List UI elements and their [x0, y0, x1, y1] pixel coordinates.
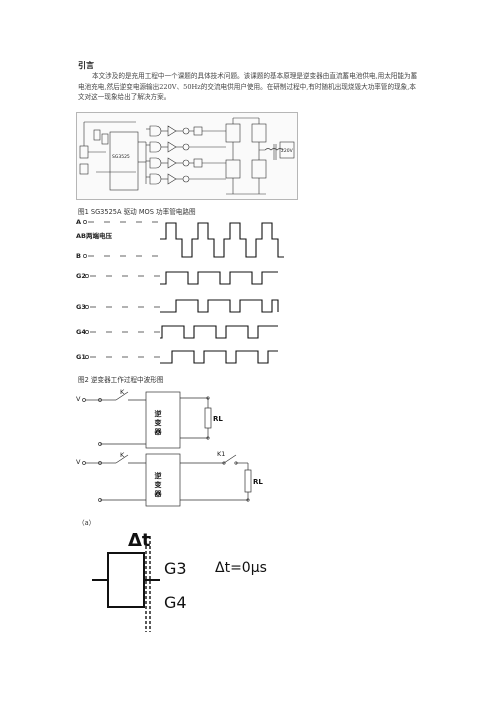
chip-label: SG3525 [112, 154, 130, 160]
load-label-top: RL [213, 415, 223, 423]
circuit-diagram: SG3525 220V [76, 112, 298, 200]
signal-label-g3: G3 [76, 303, 86, 311]
waveform-diagram: A AB两端电压 B G2 G3 G4 G1 [76, 218, 284, 364]
inverter-block-bottom-label: 逆变器 [154, 471, 163, 499]
supply-label-bottom: V [76, 458, 81, 466]
figure1-caption: 图1 SG3525A 驱动 MOS 功率管电路图 [78, 208, 196, 216]
signal-label-g2: G2 [76, 272, 86, 280]
load-label-bottom: RL [253, 478, 263, 486]
g4-signal-label: G4 [164, 593, 187, 612]
switch-label-top: K [120, 388, 125, 396]
output-voltage-label: 220V [281, 148, 294, 154]
switch-label-bottom: K [120, 451, 125, 459]
figure3-caption: （a） [78, 519, 96, 527]
dead-time-diagram: Δt G3 G4 Δt=0μs [92, 530, 267, 632]
signal-label-g4: G4 [76, 328, 86, 336]
inverter-block-diagram: V K V K K1 逆变 [76, 388, 263, 507]
signal-label-ab-voltage: AB两端电压 [76, 231, 112, 240]
delta-t-label: Δt [128, 530, 151, 551]
signal-label-a: A [76, 218, 81, 226]
section-heading: 引言 [78, 61, 94, 70]
signal-label-g1: G1 [76, 353, 86, 361]
intro-text: 本文涉及的是充用工程中一个课题的具体技术问题。该课题的基本原理是逆变器由直流蓄电… [78, 72, 418, 102]
supply-label-top: V [76, 395, 81, 403]
g3-signal-label: G3 [164, 559, 187, 578]
inverter-block-top-label: 逆变器 [154, 409, 163, 437]
switch-label-k1: K1 [217, 450, 225, 458]
intro-paragraph: 本文涉及的是充用工程中一个课题的具体技术问题。该课题的基本原理是逆变器由直流蓄电… [78, 71, 418, 103]
signal-label-b: B [76, 252, 81, 260]
figure2-caption: 图2 逆变器工作过程中波形图 [78, 376, 164, 384]
delta-t-formula: Δt=0μs [215, 560, 267, 576]
